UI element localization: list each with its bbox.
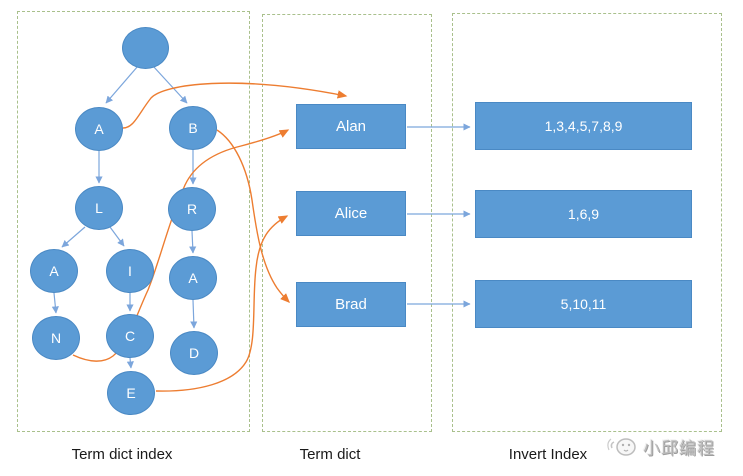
tree-node-r: R <box>168 187 216 231</box>
edge-l-a2 <box>61 226 86 248</box>
edge-a3-d <box>190 299 198 329</box>
tree-node-l: L <box>75 186 123 230</box>
edge-r-a3 <box>189 230 197 254</box>
tree-node-c: C <box>106 314 154 358</box>
link-n-to-alan <box>72 129 290 362</box>
tree-node-d: D <box>170 331 218 375</box>
panel-term-dict-index <box>17 11 250 432</box>
label-invert-index: Invert Index <box>508 446 588 463</box>
link-e-to-alice <box>155 215 289 392</box>
posting-box-alan: 1,3,4,5,7,8,9 <box>475 102 692 150</box>
watermark-text: 小邱编程 <box>643 438 715 458</box>
posting-box-alice: 1,6,9 <box>475 190 692 238</box>
edge-c-e <box>126 357 134 369</box>
pointer-curves <box>72 82 348 392</box>
term-box-alan: Alan <box>296 104 406 149</box>
tree-node-a3: A <box>169 256 217 300</box>
watermark-icon <box>607 438 636 456</box>
edge-l-i <box>109 226 125 247</box>
panel-term-dict <box>262 14 432 432</box>
tree-node-a1: A <box>75 107 123 151</box>
watermark: 小邱编程 <box>606 432 715 460</box>
tree-edges <box>51 65 198 369</box>
tree-node-b: B <box>169 106 217 150</box>
link-a1-to-alan <box>122 82 348 129</box>
label-term-dict: Term dict <box>299 446 361 463</box>
term-box-alice: Alice <box>296 191 406 236</box>
edge-a2-n <box>51 292 59 314</box>
label-term-dict-index: Term dict index <box>71 446 173 463</box>
edge-root-a1 <box>105 65 139 104</box>
tree-node-root <box>122 27 169 69</box>
tree-node-e: E <box>107 371 155 415</box>
term-box-brad: Brad <box>296 282 406 327</box>
posting-box-brad: 5,10,11 <box>475 280 692 328</box>
link-b-to-brad <box>216 129 290 303</box>
tree-node-a2: A <box>30 249 78 293</box>
tree-node-n: N <box>32 316 80 360</box>
posting-arrows <box>407 123 471 308</box>
tree-node-i: I <box>106 249 154 293</box>
edge-root-b <box>152 65 188 104</box>
panel-invert-index <box>452 13 722 432</box>
